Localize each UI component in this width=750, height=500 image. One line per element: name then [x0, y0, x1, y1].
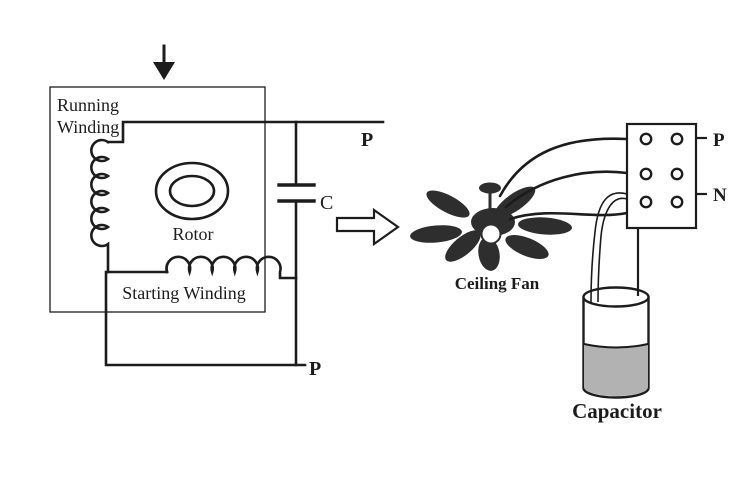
terminal-neutral-label: N [713, 185, 727, 206]
capacitor-caption: Capacitor [572, 399, 662, 423]
ceiling-fan-caption: Ceiling Fan [455, 274, 540, 293]
top-supply-wire [106, 120, 385, 144]
terminal-hole [639, 167, 653, 181]
rotor-label: Rotor [172, 224, 213, 244]
capacitor-fluid [584, 344, 648, 396]
terminal-hole [670, 132, 684, 146]
phase-top-label: P [361, 129, 373, 151]
fan-blade [518, 217, 572, 235]
starting-winding-coil [165, 255, 298, 280]
fan-lead-wire-2 [504, 170, 629, 209]
rotor-inner-ring [168, 174, 216, 208]
fan-canopy [479, 182, 501, 194]
capacitor-fluid-line [583, 343, 649, 349]
terminal-hole [670, 195, 684, 209]
terminal-phase-label: P [713, 130, 725, 151]
block-arrow-icon [335, 207, 400, 247]
phase-bottom-label: P [309, 358, 321, 380]
running-winding-label-line1: Running [57, 95, 119, 115]
fan-light-kit [480, 223, 502, 245]
capacitor-can-rim [582, 286, 650, 308]
fan-blade [478, 237, 500, 271]
capacitor-wire-pair-2 [597, 197, 628, 303]
stator-frame-box [49, 86, 266, 313]
capacitor-symbol-label: C [320, 192, 333, 214]
rotor-outer-ring [154, 161, 230, 221]
bottom-return-wire [104, 270, 307, 367]
fan-blade [505, 235, 549, 259]
running-winding-label-line2: Winding [57, 117, 119, 137]
fan-blade [410, 225, 462, 243]
terminal-hole [639, 132, 653, 146]
capacitor-wire-pair-1 [590, 192, 628, 303]
terminal-hole [670, 167, 684, 181]
down-arrow-icon [153, 44, 175, 80]
fan-lead-wire-3 [508, 211, 629, 221]
running-winding-coil [90, 138, 111, 274]
terminal-block [625, 122, 698, 230]
fan-blade [426, 190, 470, 218]
ceiling-fan-illustration [410, 182, 572, 271]
fan-lead-wire-1 [498, 137, 629, 198]
terminal-hole [639, 195, 653, 209]
fan-blade [445, 230, 481, 262]
starting-winding-label: Starting Winding [122, 283, 245, 303]
